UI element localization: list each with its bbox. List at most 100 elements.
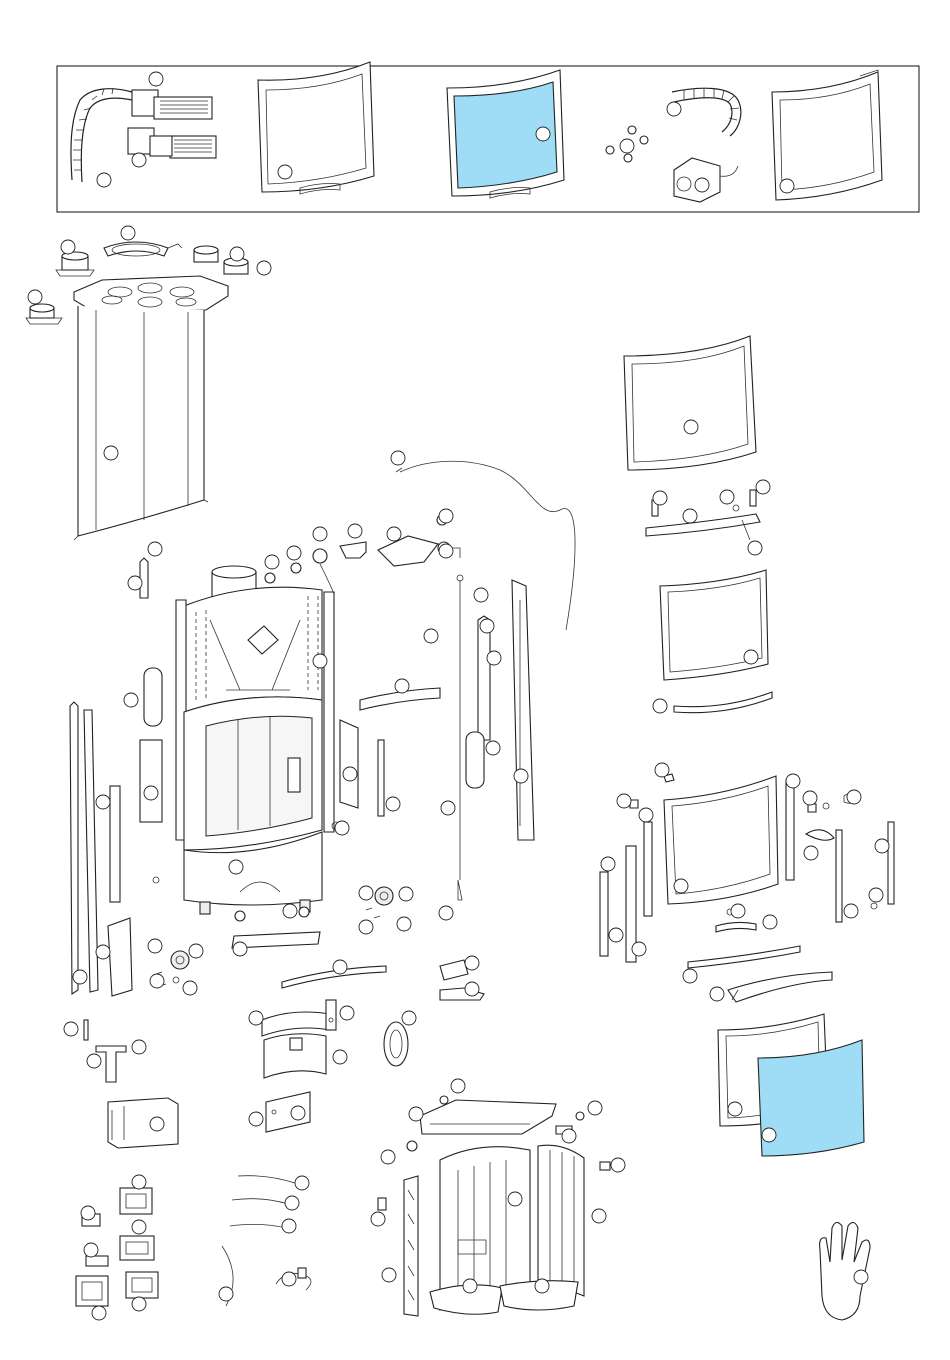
callout-marker	[132, 1175, 146, 1189]
callout-marker	[132, 153, 146, 167]
callout-marker	[124, 693, 138, 707]
callout-marker	[601, 857, 615, 871]
callout-marker	[81, 1206, 95, 1220]
callout-marker	[265, 555, 279, 569]
callout-marker	[183, 981, 197, 995]
accessory-door-frame	[258, 62, 374, 194]
callout-marker	[121, 226, 135, 240]
callout-marker	[508, 1192, 522, 1206]
callout-marker	[474, 588, 488, 602]
outer-casing	[74, 306, 208, 540]
callout-marker	[720, 490, 734, 504]
callout-marker	[132, 1297, 146, 1311]
callout-marker	[684, 420, 698, 434]
stove-body	[176, 566, 334, 921]
callout-marker	[28, 290, 42, 304]
callout-marker	[313, 654, 327, 668]
callout-marker	[514, 769, 528, 783]
accessory-box	[57, 62, 919, 212]
callout-marker	[786, 774, 800, 788]
callout-marker	[609, 928, 623, 942]
callout-marker	[148, 939, 162, 953]
callout-marker	[655, 763, 669, 777]
callout-marker	[710, 987, 724, 1001]
callout-marker	[359, 920, 373, 934]
callout-marker	[132, 1040, 146, 1054]
right-rods	[466, 580, 534, 840]
callout-marker	[731, 904, 745, 918]
accessory-duct-hose	[71, 88, 216, 182]
callout-marker	[348, 524, 362, 538]
callout-marker	[144, 786, 158, 800]
callout-marker	[96, 945, 110, 959]
callout-marker	[287, 546, 301, 560]
callout-marker	[844, 904, 858, 918]
callout-marker	[762, 1128, 776, 1142]
callout-marker	[285, 1196, 299, 1210]
callout-marker	[132, 1220, 146, 1234]
callout-marker	[313, 527, 327, 541]
callout-marker	[149, 72, 163, 86]
callout-marker	[409, 1107, 423, 1121]
callout-marker	[278, 165, 292, 179]
callout-marker	[219, 1287, 233, 1301]
callout-marker	[381, 1150, 395, 1164]
callout-marker	[803, 791, 817, 805]
callout-marker	[397, 917, 411, 931]
callout-marker	[189, 944, 203, 958]
callout-marker	[249, 1011, 263, 1025]
callout-marker	[763, 915, 777, 929]
callout-marker	[756, 480, 770, 494]
glass-panel-lower-right	[718, 1014, 864, 1156]
callout-marker	[333, 960, 347, 974]
callout-marker	[87, 1054, 101, 1068]
callout-marker	[562, 1129, 576, 1143]
callout-marker	[451, 1079, 465, 1093]
callout-marker	[639, 808, 653, 822]
callout-marker	[230, 247, 244, 261]
callout-marker	[611, 1158, 625, 1172]
callout-marker	[61, 240, 75, 254]
callout-marker	[439, 509, 453, 523]
callout-marker	[148, 542, 162, 556]
callout-marker	[869, 888, 883, 902]
callout-marker	[535, 1279, 549, 1293]
callout-marker	[386, 797, 400, 811]
callout-marker	[480, 619, 494, 633]
callout-marker	[64, 1022, 78, 1036]
wires-lower	[222, 1176, 311, 1306]
callout-marker	[340, 1006, 354, 1020]
callout-marker	[128, 576, 142, 590]
callout-marker	[257, 261, 271, 275]
callout-marker	[780, 179, 794, 193]
callout-marker	[536, 127, 550, 141]
callout-marker	[97, 173, 111, 187]
callout-marker	[395, 679, 409, 693]
callout-marker	[744, 650, 758, 664]
callout-marker	[592, 1209, 606, 1223]
callout-marker	[441, 801, 455, 815]
callout-marker	[96, 795, 110, 809]
callout-marker	[150, 974, 164, 988]
callout-marker	[333, 1050, 347, 1064]
callout-marker	[387, 527, 401, 541]
callout-marker	[486, 741, 500, 755]
callout-marker	[229, 860, 243, 874]
callout-marker	[695, 178, 709, 192]
callout-marker	[667, 102, 681, 116]
callout-marker	[391, 451, 405, 465]
callout-marker	[632, 942, 646, 956]
callout-marker	[150, 1117, 164, 1131]
callout-marker	[487, 651, 501, 665]
callout-marker	[674, 879, 688, 893]
callout-marker	[249, 1112, 263, 1126]
callout-marker	[282, 1219, 296, 1233]
callout-marker	[875, 839, 889, 853]
callout-marker	[617, 794, 631, 808]
callout-marker	[402, 1011, 416, 1025]
callout-marker	[465, 956, 479, 970]
callout-marker	[295, 1176, 309, 1190]
callout-marker	[84, 1243, 98, 1257]
callout-marker	[804, 846, 818, 860]
